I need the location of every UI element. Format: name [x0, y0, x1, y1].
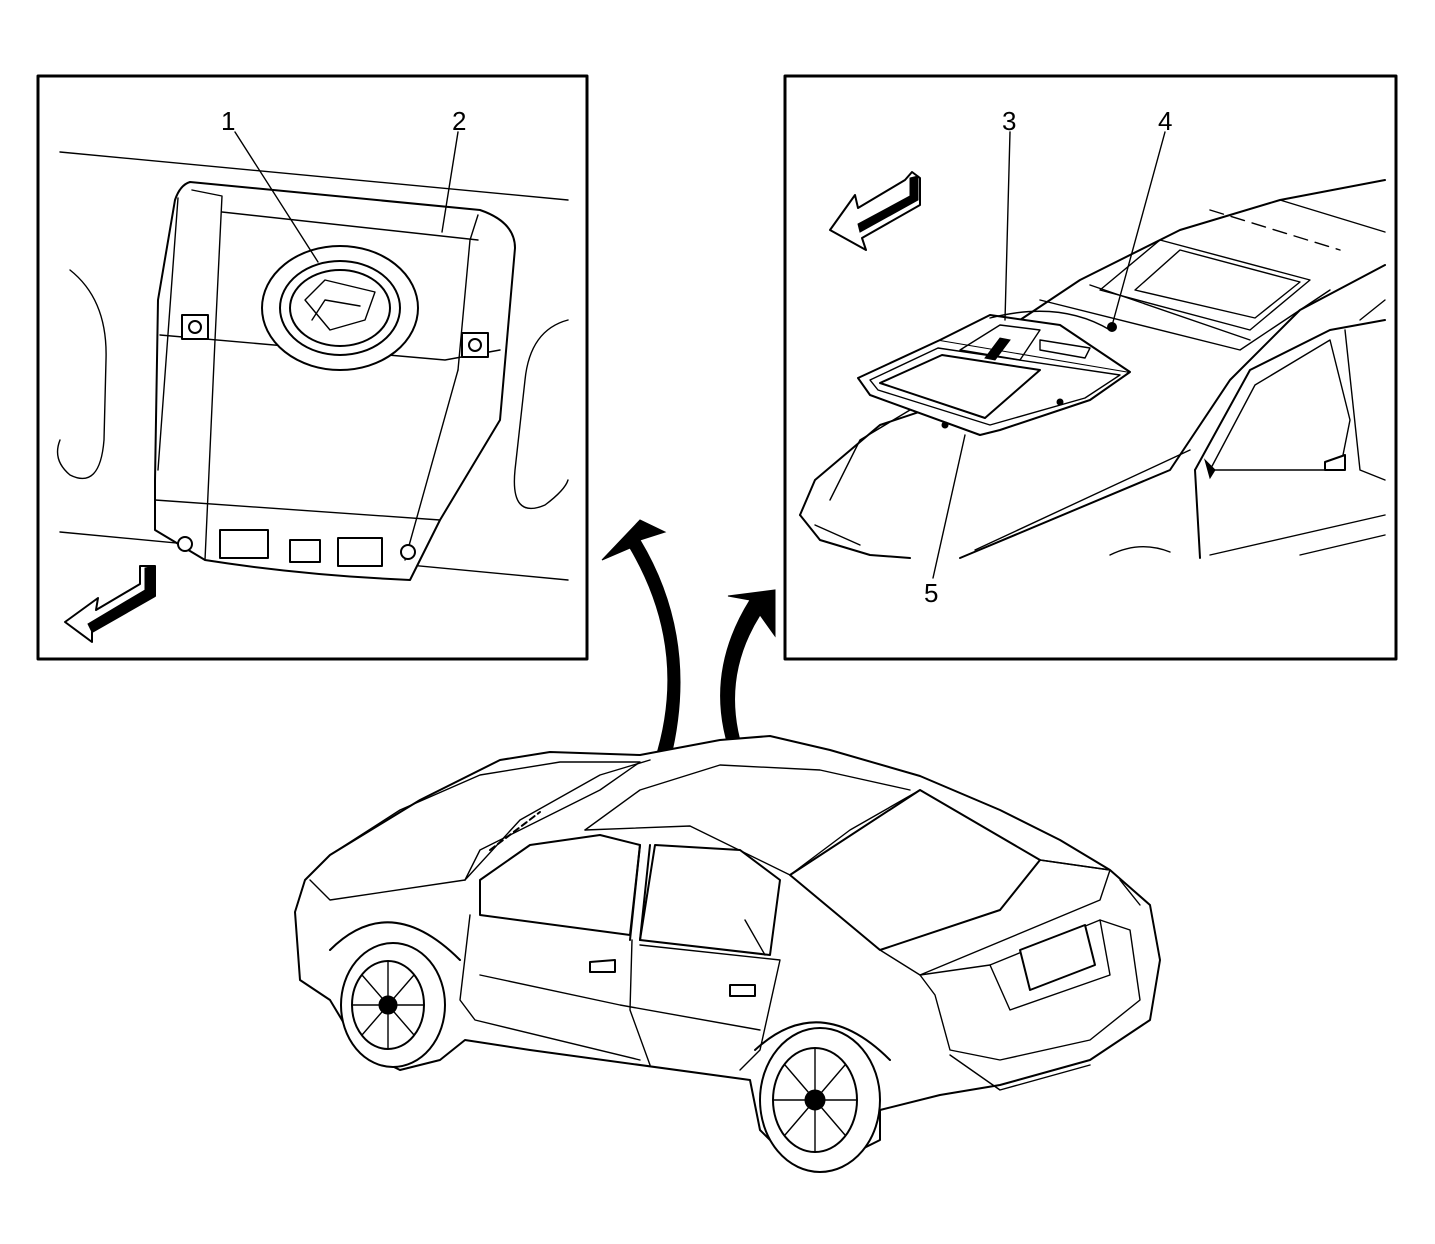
license-plate-area	[989, 919, 1111, 1011]
screw-icon	[400, 544, 416, 560]
wheel-spokes	[351, 960, 425, 1050]
headliner-contour-right	[513, 319, 569, 510]
rocker-line	[1299, 534, 1386, 556]
door-handle	[1324, 454, 1346, 471]
curved-arrow-icon	[720, 589, 776, 766]
rear-window	[789, 789, 1041, 951]
wheel-spokes	[772, 1047, 858, 1153]
roof-rail	[1209, 209, 1341, 251]
trunk-line	[1039, 859, 1111, 871]
front-arrow-icon	[64, 565, 156, 643]
callout-label-5: 5	[924, 578, 938, 608]
windshield-top	[1039, 289, 1331, 351]
sunroof-module	[857, 310, 1131, 436]
callout-leader-5	[932, 434, 966, 579]
b-pillar	[639, 844, 651, 941]
wheel-arch	[1109, 546, 1171, 556]
rear-wheel	[754, 1021, 891, 1173]
callout-leader-2	[441, 131, 459, 233]
lens-detail	[311, 299, 361, 321]
door-crease	[1209, 514, 1386, 556]
screw-icon	[461, 332, 489, 358]
cowl-line	[974, 449, 1191, 551]
left-inset-frame	[36, 74, 589, 661]
headliner-edge-top	[59, 151, 569, 201]
body-side-molding	[479, 974, 761, 1031]
console-lower-seam	[154, 499, 441, 521]
front-door	[459, 914, 641, 1061]
front-arrow-icon	[829, 171, 921, 251]
wheel-arch-front	[329, 921, 461, 961]
front-door-window	[1209, 339, 1351, 471]
lens-detail	[304, 279, 376, 331]
sunroof-connector	[1107, 322, 1117, 332]
curved-arrow-icon	[601, 519, 681, 761]
sunroof-track	[1039, 339, 1091, 359]
fender-line	[309, 879, 466, 901]
roof-front	[584, 764, 911, 831]
license-plate	[1019, 924, 1096, 991]
rear-window-edge	[1359, 299, 1386, 321]
hood-crease	[464, 759, 651, 881]
door-handle	[589, 959, 616, 973]
motor-detail	[984, 337, 1011, 361]
sunroof-glass-panel	[879, 354, 1041, 419]
vehicle-overview	[294, 735, 1161, 1173]
console-panel-line	[457, 214, 479, 371]
console-housing	[154, 181, 516, 581]
console-panel-line	[404, 369, 459, 561]
console-bevel-left	[157, 197, 179, 471]
overhead-console	[154, 181, 516, 581]
callout-label-1: 1	[221, 106, 235, 136]
headliner-contour-left	[56, 269, 107, 480]
console-panel-line	[204, 339, 216, 561]
quarter-glass	[744, 919, 766, 956]
callout-leader-4	[1112, 131, 1166, 323]
door-seam	[629, 939, 651, 1066]
cowl-line	[959, 264, 1386, 559]
console-button	[337, 537, 383, 567]
tail-lamp	[1119, 879, 1141, 906]
module-fastener	[1056, 398, 1064, 406]
console-button	[289, 539, 321, 563]
sunroof-motor	[959, 324, 1041, 361]
rear-door	[639, 944, 781, 1071]
roof-rail	[1279, 199, 1386, 233]
callout-leader-1	[234, 131, 319, 263]
b-pillar	[1344, 329, 1386, 481]
screw-icon	[181, 314, 209, 340]
sunroof-frame-inner	[869, 347, 1121, 426]
grille-line	[814, 524, 861, 546]
a-pillar	[1194, 319, 1386, 471]
door-front-edge	[1194, 469, 1201, 559]
callout-leader-3	[1004, 131, 1011, 321]
left-inset-panel: 1 2	[36, 74, 589, 661]
hood-vent	[489, 811, 541, 851]
sensor-lens	[289, 269, 391, 347]
roof-rear	[584, 825, 791, 876]
callout-label-3: 3	[1002, 106, 1016, 136]
roof-edge	[789, 789, 921, 876]
mirror	[1204, 458, 1216, 480]
door-handle	[729, 984, 756, 997]
right-inset-frame	[783, 74, 1398, 661]
sunroof-glass-inner	[1134, 249, 1301, 319]
callout-label-2: 2	[452, 106, 466, 136]
bumper-line	[949, 1054, 1091, 1091]
hood-front	[799, 514, 911, 559]
screw-icon	[177, 536, 193, 552]
callout-label-4: 4	[1158, 106, 1172, 136]
console-panel-line	[191, 189, 223, 341]
right-inset-panel: 3 4 5	[783, 74, 1398, 661]
b-pillar	[629, 844, 641, 941]
front-wheel	[329, 921, 461, 1068]
wheel-arch-rear	[754, 1021, 891, 1061]
module-fastener	[941, 421, 949, 429]
sunroof-glass-rear	[1099, 239, 1311, 331]
console-button	[219, 529, 269, 559]
console-top-trim	[221, 211, 479, 241]
hood-crease	[829, 409, 911, 501]
hood-panel	[329, 761, 641, 881]
